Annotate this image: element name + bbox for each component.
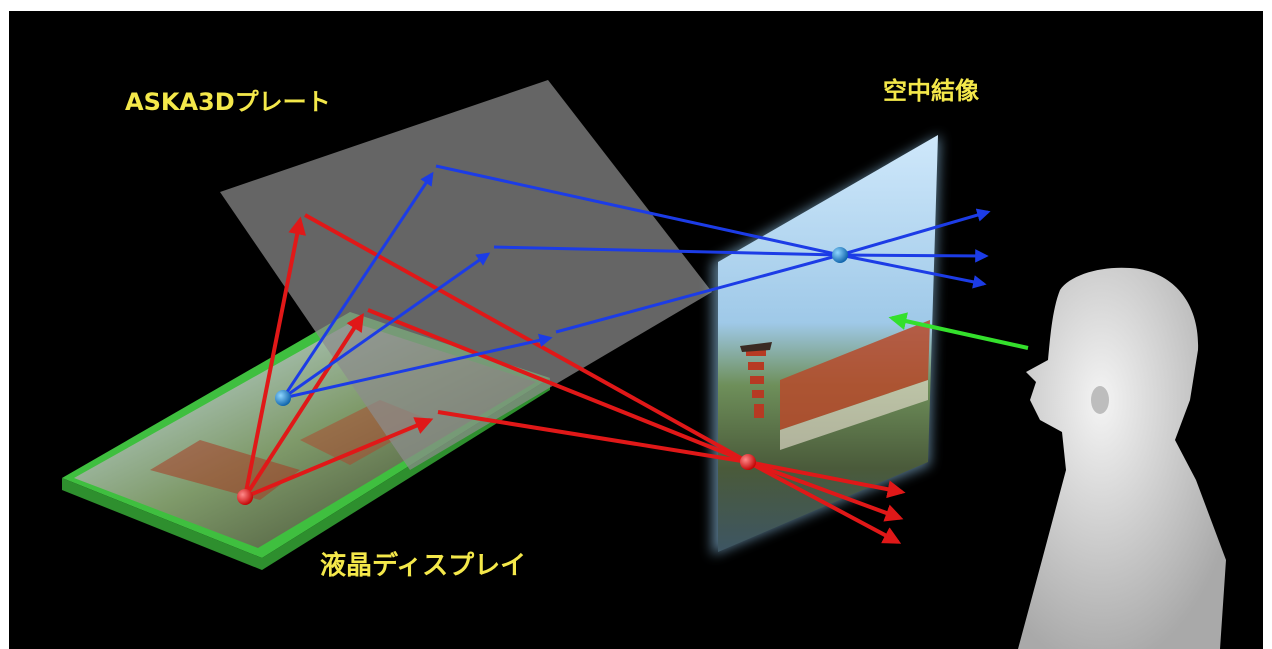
plate-label: ASKA3Dプレート (125, 88, 331, 116)
aska3d-plate (220, 80, 712, 470)
human-head-icon (1018, 267, 1226, 649)
red-ray-out-1 (747, 460, 906, 499)
gaze-arrow (888, 312, 1029, 350)
red-ray-source-3 (244, 417, 434, 499)
red-sphere-icon (740, 454, 756, 470)
red-sphere-icon (237, 489, 253, 505)
blue-ray-out-3 (839, 253, 987, 289)
red-ray-out-3 (747, 460, 902, 544)
blue-ray-plate-3 (555, 253, 841, 334)
blue-ray-out-2 (839, 249, 989, 263)
red-ray-plate-2 (367, 308, 749, 464)
red-ray-source-1 (243, 216, 307, 498)
blue-ray-plate-1 (435, 164, 841, 257)
red-ray-source-2 (243, 312, 364, 499)
blue-sphere-icon (275, 390, 291, 406)
red-ray-plate-3 (437, 410, 749, 464)
aerial-image-label: 空中結像 (883, 77, 980, 105)
blue-rays (281, 164, 991, 400)
blue-ray-source-3 (282, 333, 553, 400)
blue-sphere-icon (832, 247, 848, 263)
lcd-display-label: 液晶ディスプレイ (320, 550, 526, 581)
red-ray-out-2 (747, 460, 904, 522)
blue-ray-source-1 (281, 171, 434, 399)
blue-ray-source-2 (282, 252, 491, 400)
blue-ray-out-1 (839, 208, 991, 257)
blue-ray-plate-2 (493, 245, 841, 257)
